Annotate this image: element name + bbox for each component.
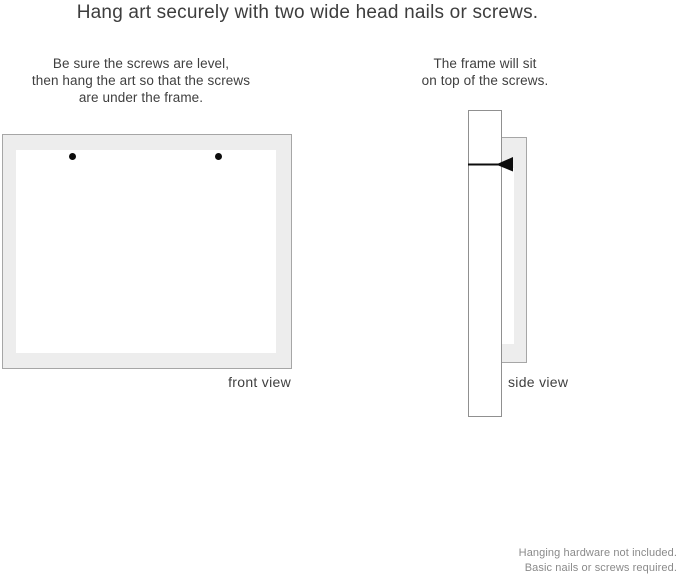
footnote-line: Hanging hardware not included. — [518, 547, 677, 559]
side-view-frame-inset — [502, 168, 514, 344]
nail-dot-icon — [69, 153, 76, 160]
instruction-line: Be sure the screws are level, — [52, 56, 230, 71]
instruction-line: are under the frame. — [78, 90, 204, 105]
side-view-frame-panel — [501, 137, 527, 363]
side-view-frame-profile — [468, 110, 502, 417]
nail-side-icon — [468, 157, 513, 172]
side-view-label: side view — [508, 374, 569, 390]
front-view-instructions: Be sure the screws are level, then hang … — [0, 55, 282, 106]
front-view-frame — [2, 134, 292, 369]
front-view-label: front view — [228, 374, 291, 390]
nail-dot-icon — [215, 153, 222, 160]
instruction-line: The frame will sit — [433, 56, 537, 71]
footnote: Hanging hardware not included. Basic nai… — [377, 546, 677, 575]
instruction-line: then hang the art so that the screws — [31, 73, 251, 88]
page-title: Hang art securely with two wide head nai… — [76, 2, 539, 23]
side-view-instructions: The frame will sit on top of the screws. — [395, 55, 575, 89]
instruction-line: on top of the screws. — [421, 73, 549, 88]
front-view-artwork-area — [16, 150, 276, 353]
footnote-line: Basic nails or screws required. — [524, 561, 677, 574]
